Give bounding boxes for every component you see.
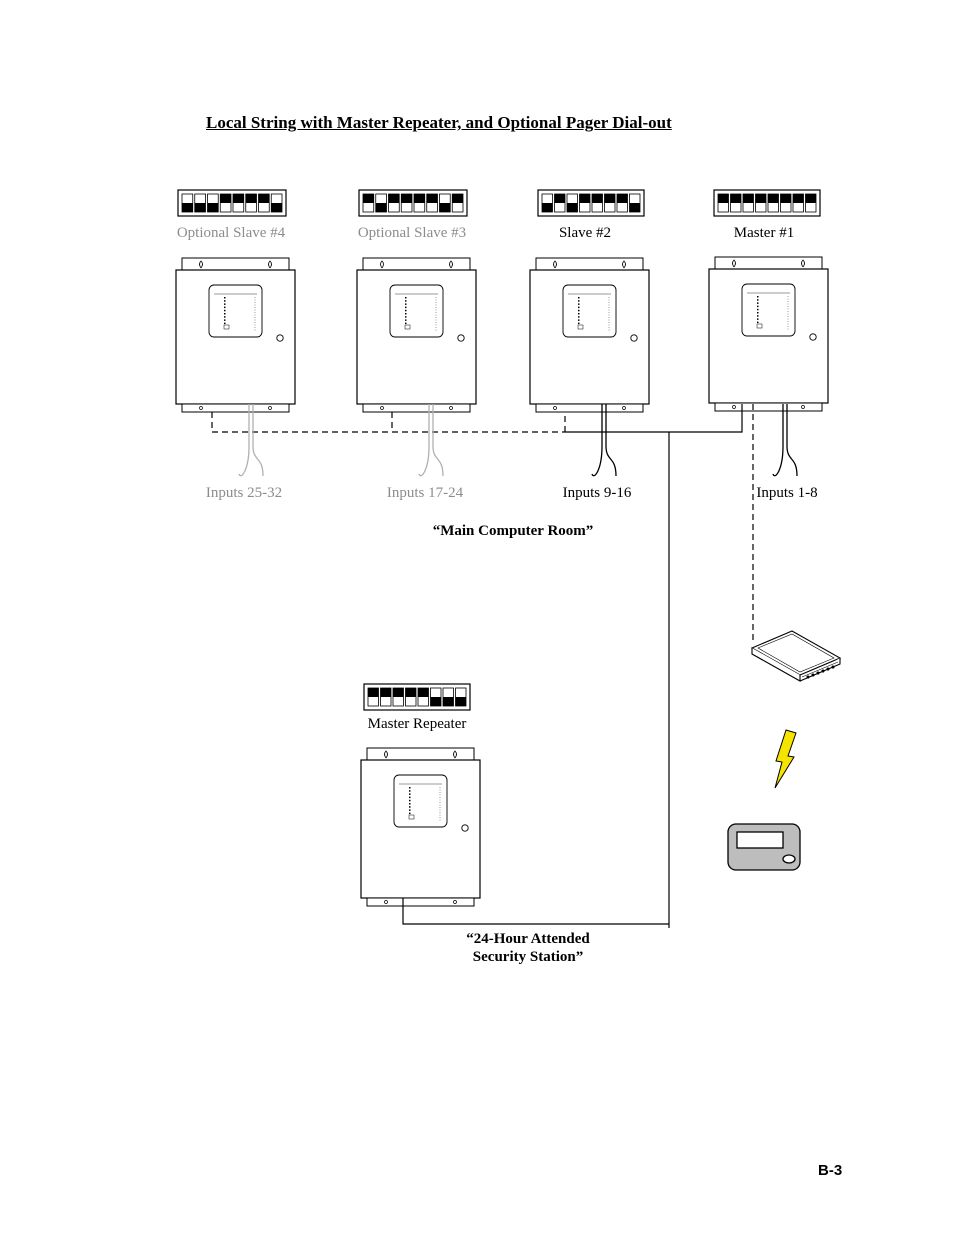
security-room-label: “24-Hour Attended Security Station” bbox=[466, 930, 589, 966]
slave-2-inputs-label: Inputs 9-16 bbox=[562, 485, 632, 501]
master-repeater-dip-switch bbox=[363, 683, 471, 711]
slave-2-label: Slave #2 bbox=[558, 225, 612, 241]
optional-slave-4-label: Optional Slave #4 bbox=[176, 225, 286, 241]
optional-slave-3-label: Optional Slave #3 bbox=[357, 225, 467, 241]
optional-slave-4-inputs-label: Inputs 25-32 bbox=[205, 485, 283, 501]
wires-layer bbox=[211, 404, 754, 928]
optional-slave-3-inputs-label: Inputs 17-24 bbox=[386, 485, 464, 501]
lightning-icon bbox=[774, 729, 797, 789]
optional-slave-4-enclosure bbox=[175, 257, 296, 413]
master-1-dip-switch bbox=[713, 189, 821, 217]
master-1-inputs-label: Inputs 1-8 bbox=[756, 485, 818, 501]
slave-2-enclosure bbox=[529, 257, 650, 413]
master-1-label: Master #1 bbox=[733, 225, 795, 241]
input-cable bbox=[238, 404, 264, 477]
inputs-layer bbox=[238, 404, 798, 477]
input-cable bbox=[591, 404, 617, 477]
slave-2-dip-switch bbox=[537, 189, 645, 217]
local-bus-wire bbox=[565, 404, 743, 433]
optional-slave-3-dip-switch bbox=[358, 189, 468, 217]
units-layer bbox=[175, 189, 829, 907]
security-room-label-line1: “24-Hour Attended bbox=[466, 931, 590, 947]
input-cable bbox=[418, 404, 444, 477]
input-cable bbox=[772, 404, 798, 477]
main-room-label: “Main Computer Room” bbox=[432, 523, 594, 539]
master-1-enclosure bbox=[708, 256, 829, 412]
page-number: B-3 bbox=[818, 1162, 843, 1179]
optional-slave-3-enclosure bbox=[356, 257, 477, 413]
master-repeater-enclosure bbox=[360, 747, 481, 907]
repeater-link-wire bbox=[402, 898, 669, 925]
security-room-label-line2: Security Station” bbox=[472, 949, 584, 965]
modem-icon bbox=[750, 630, 842, 682]
page-title: Local String with Master Repeater, and O… bbox=[206, 113, 672, 132]
optional-slave-4-dip-switch bbox=[177, 189, 287, 217]
master-repeater-label: Master Repeater bbox=[367, 716, 467, 732]
pager-icon bbox=[727, 823, 801, 871]
optional-bus-wire bbox=[211, 412, 566, 433]
